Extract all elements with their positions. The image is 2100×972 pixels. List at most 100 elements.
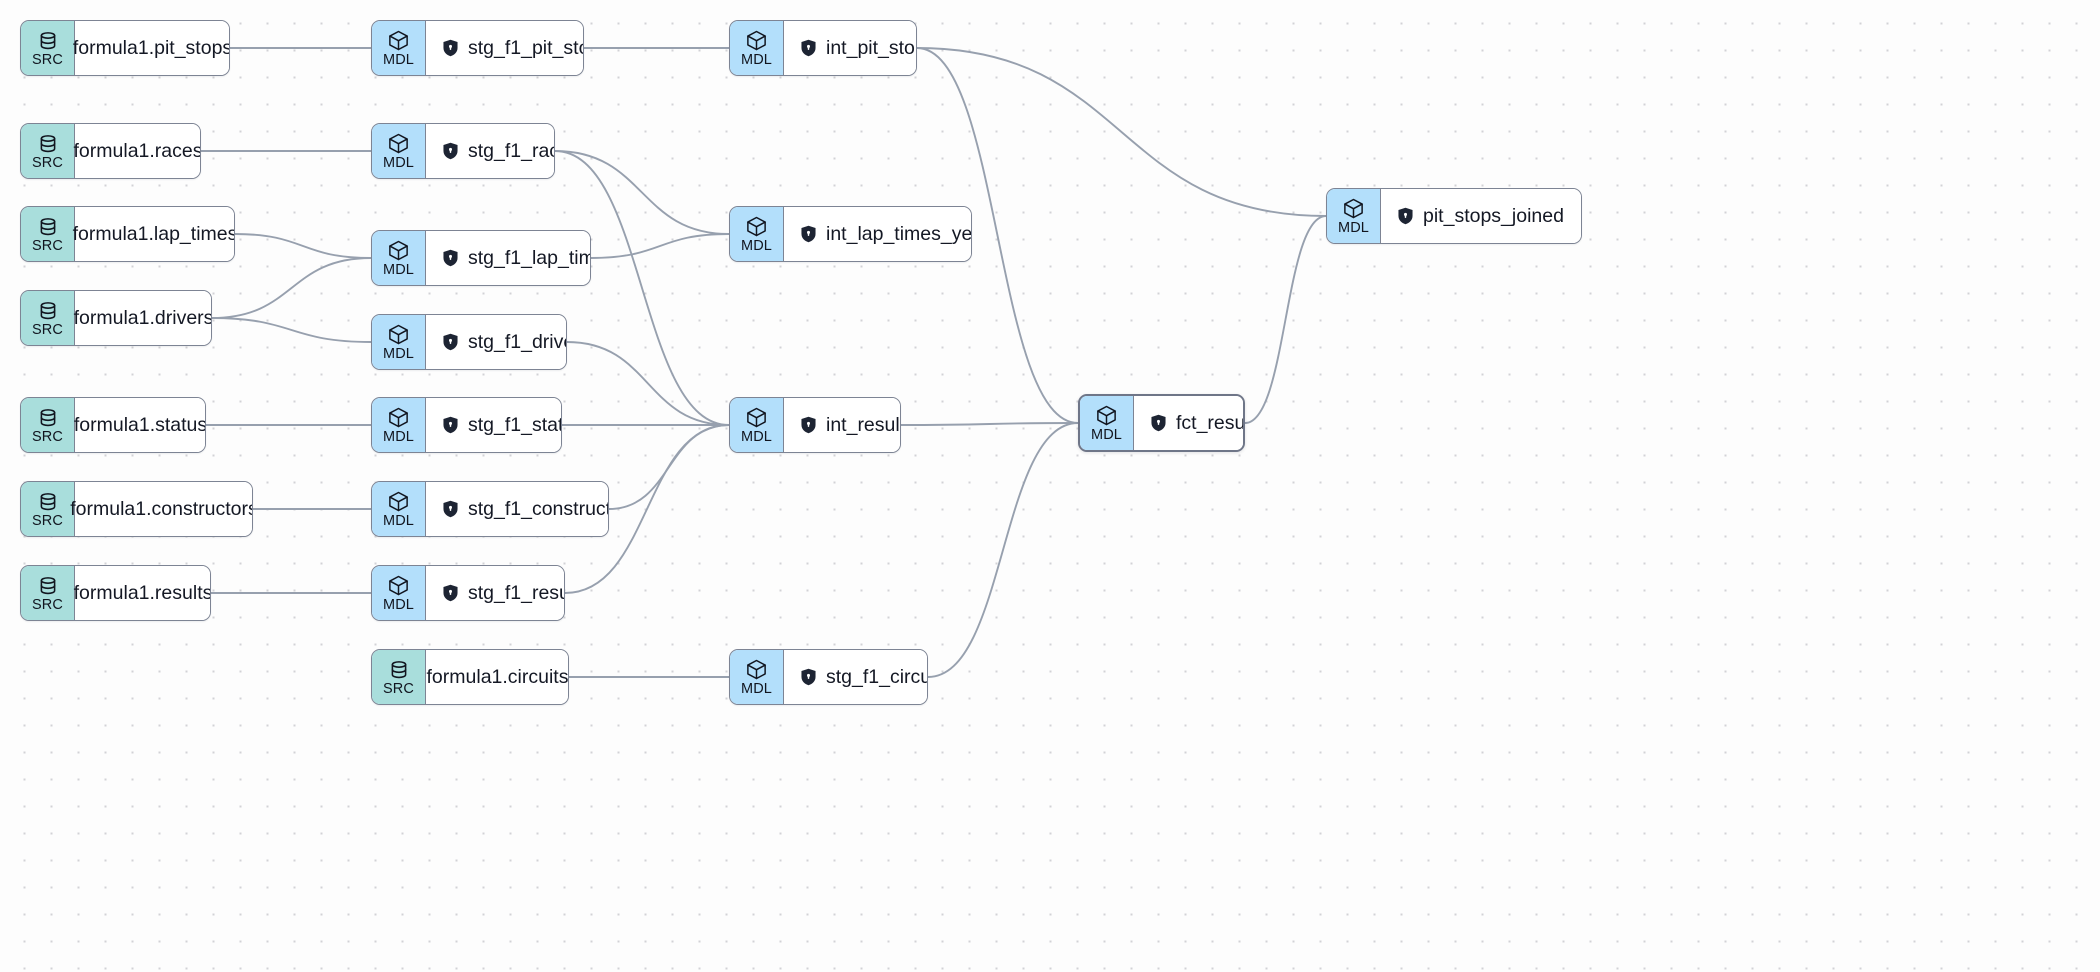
node-body: int_lap_times_years: [784, 207, 971, 261]
badge-label: MDL: [741, 429, 772, 446]
node-label: int_pit_stops: [826, 36, 916, 59]
model-badge: MDL: [730, 207, 784, 261]
node-body: fct_results: [1134, 396, 1243, 450]
badge-label: MDL: [741, 52, 772, 69]
node-body: stg_f1_races: [426, 124, 554, 178]
badge-label: MDL: [383, 262, 414, 279]
cube-icon: [387, 29, 410, 52]
graph-node-stg_lap_times[interactable]: MDL stg_f1_lap_times: [371, 230, 591, 286]
badge-label: MDL: [741, 681, 772, 698]
badge-label: MDL: [383, 52, 414, 69]
source-badge: SRC: [21, 291, 75, 345]
edge-stg_races-to-int_lap_times_years: [554, 150, 730, 235]
edge-stg_drivers-to-int_results: [566, 341, 730, 426]
badge-label: MDL: [383, 429, 414, 446]
badge-label: SRC: [32, 321, 63, 338]
node-body: stg_f1_circuits: [784, 650, 927, 704]
node-label: formula1.circuits: [426, 665, 569, 688]
node-body: formula1.status: [74, 398, 205, 452]
cube-icon: [387, 574, 410, 597]
node-label: stg_f1_lap_times: [468, 246, 590, 269]
graph-node-src_status[interactable]: SRC formula1.status: [20, 397, 206, 453]
database-cylinder-icon: [37, 575, 59, 597]
model-badge: MDL: [730, 650, 784, 704]
shield-lock-icon: [442, 333, 459, 351]
source-badge: SRC: [21, 207, 75, 261]
database-cylinder-icon: [37, 407, 59, 429]
node-body: formula1.pit_stops: [73, 21, 229, 75]
model-badge: MDL: [730, 398, 784, 452]
node-label: stg_f1_constructors: [468, 497, 608, 520]
node-body: int_pit_stops: [784, 21, 916, 75]
model-badge: MDL: [372, 566, 426, 620]
graph-node-int_pit_stops[interactable]: MDL int_pit_stops: [729, 20, 917, 76]
node-body: stg_f1_drivers: [426, 315, 566, 369]
graph-node-stg_pit_stops[interactable]: MDL stg_f1_pit_stops: [371, 20, 584, 76]
shield-lock-icon: [442, 416, 459, 434]
badge-label: SRC: [32, 596, 63, 613]
node-label: stg_f1_races: [468, 139, 554, 162]
edge-src_drivers-to-stg_drivers: [211, 317, 372, 343]
shield-lock-icon: [800, 668, 817, 686]
node-label: stg_f1_results: [468, 581, 564, 604]
edge-int_pit_stops-to-pit_stops_joined: [916, 47, 1327, 217]
shield-lock-icon: [1397, 207, 1414, 225]
badge-label: SRC: [32, 154, 63, 171]
graph-node-stg_results[interactable]: MDL stg_f1_results: [371, 565, 565, 621]
node-body: formula1.drivers: [74, 291, 211, 345]
edge-int_results-to-fct_results: [900, 422, 1079, 426]
source-badge: SRC: [21, 482, 75, 536]
badge-label: MDL: [383, 513, 414, 530]
shield-lock-icon: [1150, 414, 1167, 432]
badge-label: MDL: [383, 346, 414, 363]
edge-stg_circuits-to-fct_results: [927, 422, 1079, 678]
node-label: stg_f1_circuits: [826, 665, 927, 688]
edge-fct_results-to-pit_stops_joined: [1244, 215, 1327, 424]
model-badge: MDL: [372, 315, 426, 369]
node-label: stg_f1_drivers: [468, 330, 566, 353]
graph-node-stg_constructors[interactable]: MDL stg_f1_constructors: [371, 481, 609, 537]
cube-icon: [1095, 404, 1118, 427]
badge-label: SRC: [32, 51, 63, 68]
cube-icon: [387, 132, 410, 155]
shield-lock-icon: [442, 584, 459, 602]
badge-label: SRC: [383, 680, 414, 697]
database-cylinder-icon: [37, 133, 59, 155]
database-cylinder-icon: [37, 216, 59, 238]
source-badge: SRC: [21, 124, 75, 178]
model-badge: MDL: [730, 21, 784, 75]
edge-src_drivers-to-stg_lap_times: [211, 257, 372, 319]
model-badge: MDL: [1080, 396, 1134, 450]
graph-node-stg_circuits[interactable]: MDL stg_f1_circuits: [729, 649, 928, 705]
graph-node-stg_drivers[interactable]: MDL stg_f1_drivers: [371, 314, 567, 370]
graph-node-int_results[interactable]: MDL int_results: [729, 397, 901, 453]
node-body: int_results: [784, 398, 900, 452]
graph-node-src_pit_stops[interactable]: SRC formula1.pit_stops: [20, 20, 230, 76]
shield-lock-icon: [800, 39, 817, 57]
shield-lock-icon: [800, 416, 817, 434]
shield-lock-icon: [442, 39, 459, 57]
badge-label: SRC: [32, 428, 63, 445]
graph-node-src_drivers[interactable]: SRC formula1.drivers: [20, 290, 212, 346]
shield-lock-icon: [800, 225, 817, 243]
node-body: stg_f1_constructors: [426, 482, 608, 536]
model-badge: MDL: [372, 398, 426, 452]
graph-node-src_circuits[interactable]: SRC formula1.circuits: [371, 649, 569, 705]
node-label: stg_f1_pit_stops: [468, 36, 583, 59]
cube-icon: [387, 323, 410, 346]
shield-lock-icon: [442, 249, 459, 267]
cube-icon: [387, 406, 410, 429]
node-label: formula1.constructors: [70, 497, 253, 520]
node-body: stg_f1_results: [426, 566, 564, 620]
